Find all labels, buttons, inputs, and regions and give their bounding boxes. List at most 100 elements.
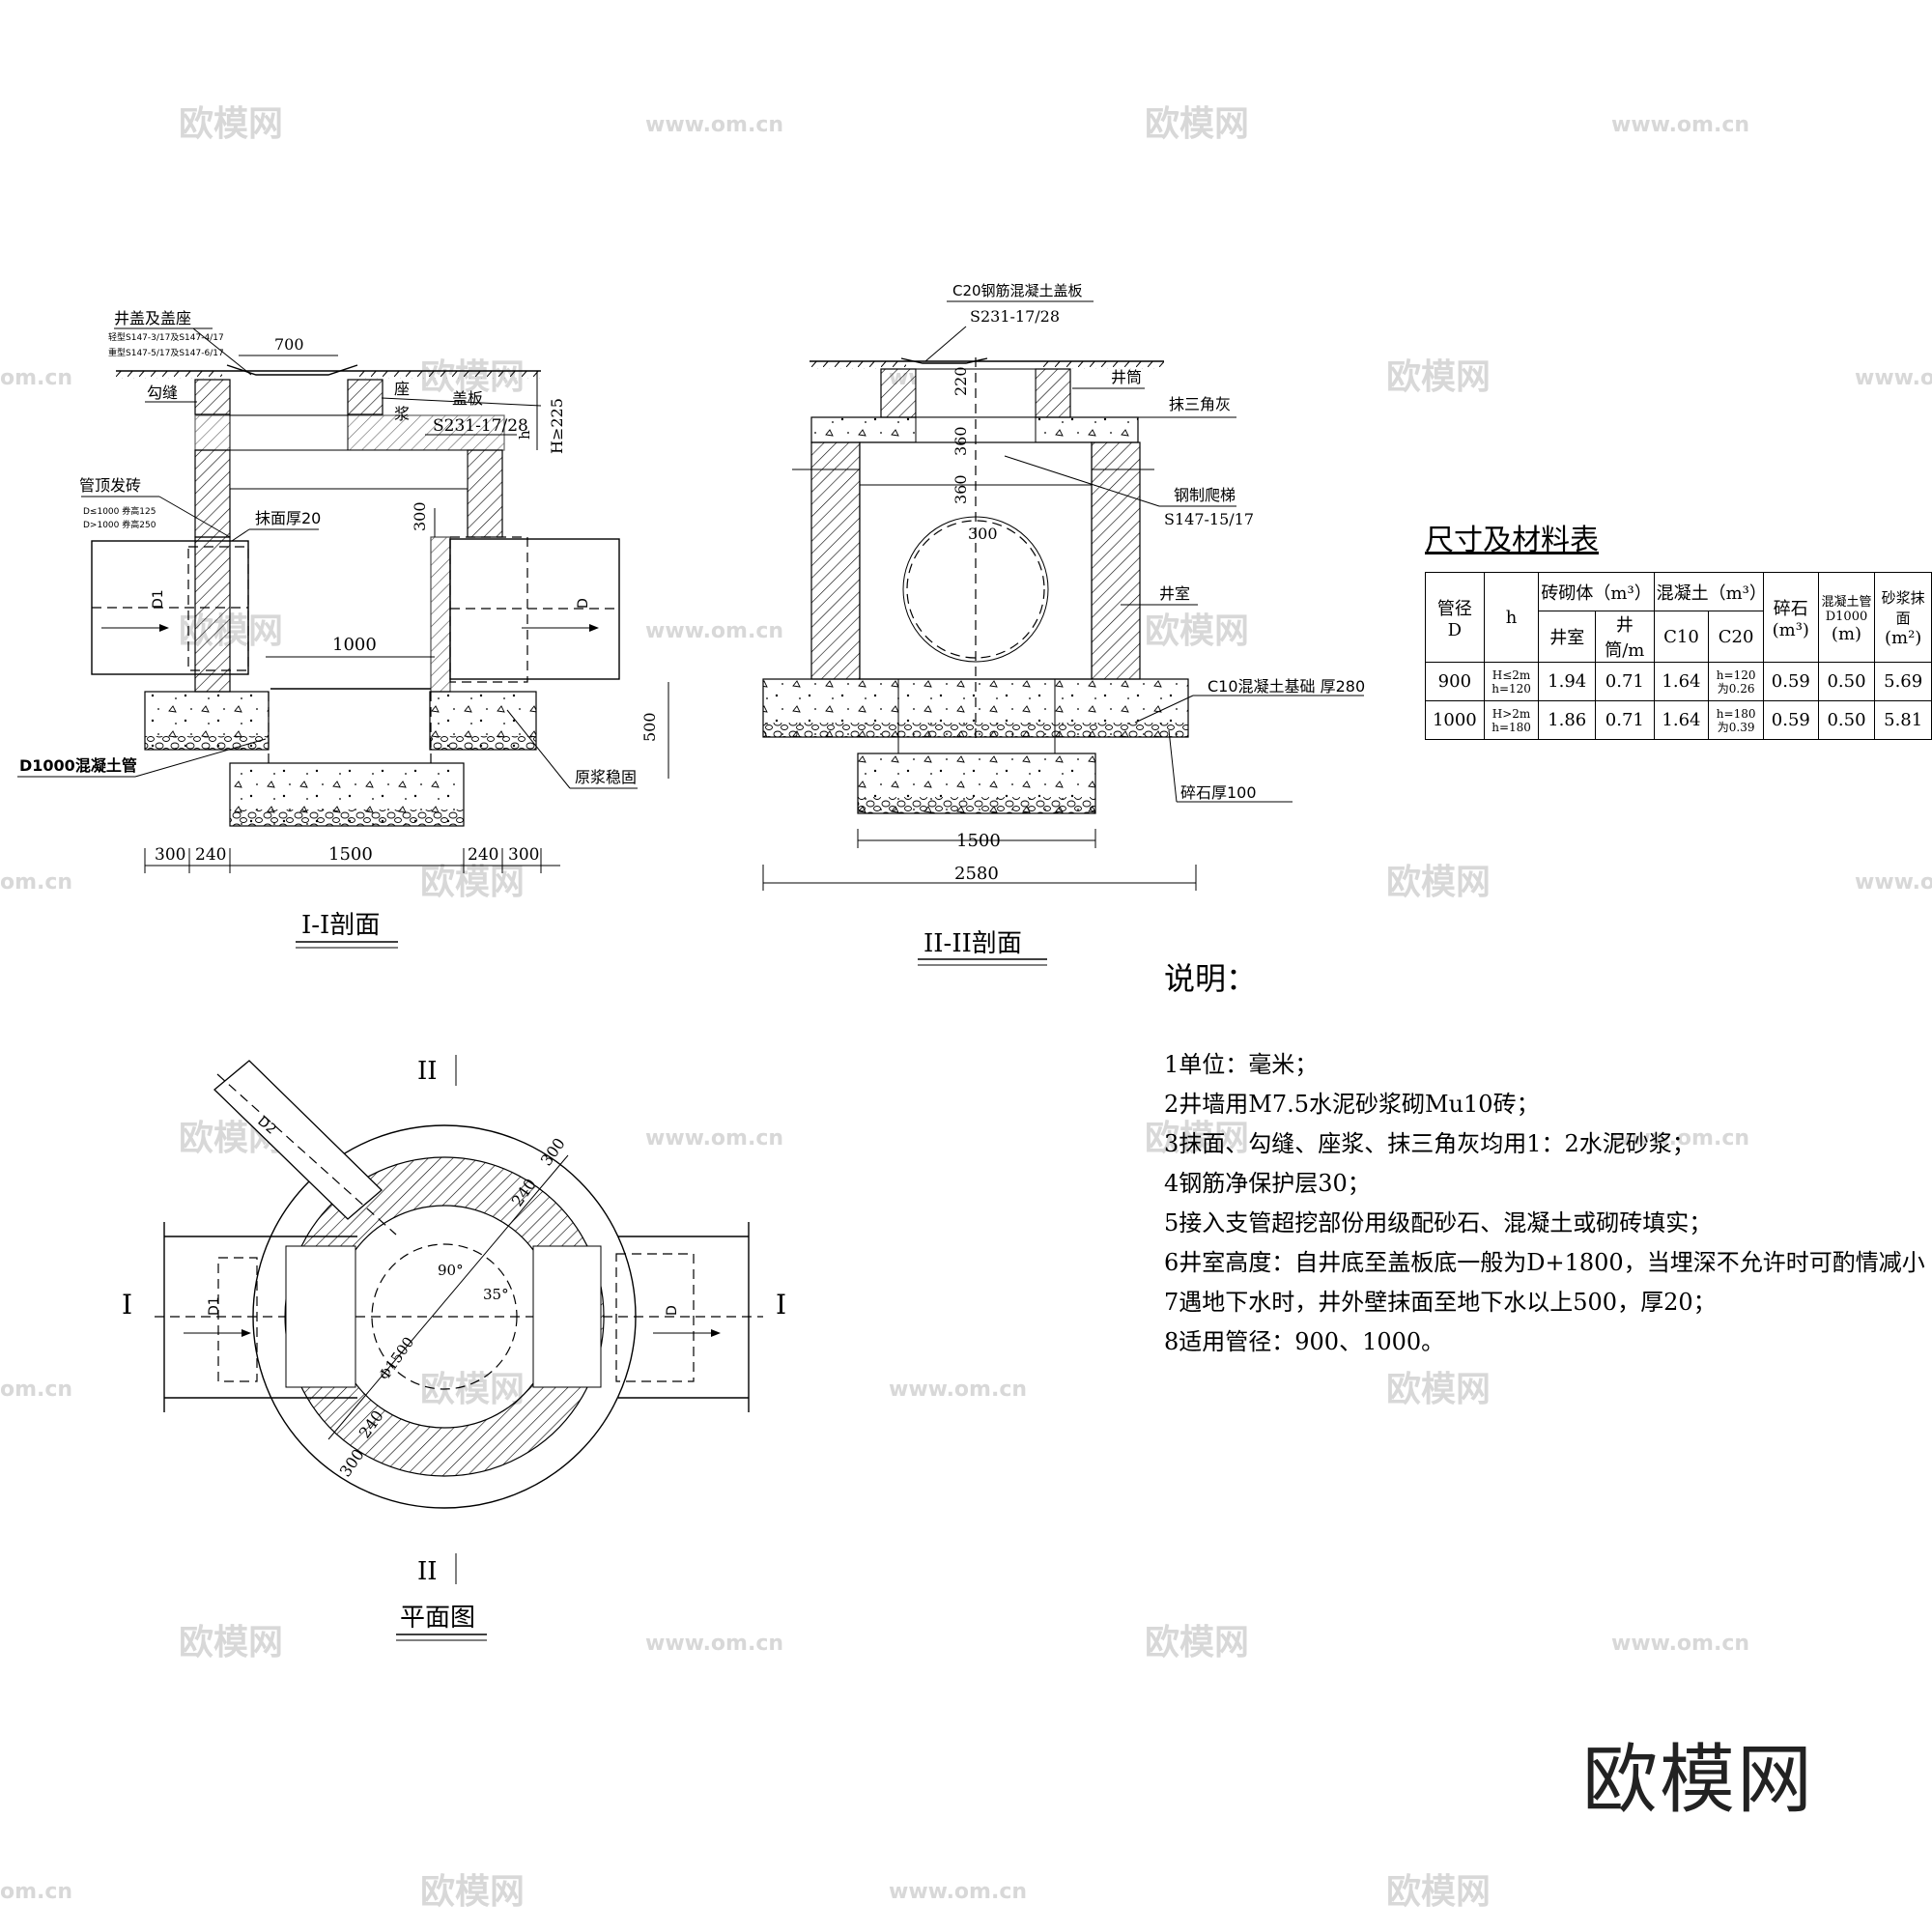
label-mortar: 浆 xyxy=(394,405,410,423)
th-pipe: 混凝土管D1000 (m) xyxy=(1817,572,1876,663)
cell-chamber: 1.94 xyxy=(1538,662,1597,701)
cell-gravel: 0.59 xyxy=(1762,700,1819,740)
th-brick-chamber: 井室 xyxy=(1538,611,1597,663)
watermark-brand: 欧模网 xyxy=(420,1370,525,1409)
dim-1000: 1000 xyxy=(332,635,377,655)
plan-label-d: D xyxy=(665,1305,680,1316)
label-ladder-ref: S147-15/17 xyxy=(1164,510,1254,528)
label-plaster: 抹面厚20 xyxy=(255,509,321,527)
th-pipe-label: 混凝土管D1000 xyxy=(1821,594,1872,624)
dim-h: h xyxy=(516,430,533,440)
cell-c20: h=180 为0.39 xyxy=(1708,700,1764,740)
dim-2580: 2580 xyxy=(954,864,999,884)
watermark-site: www.om.cn xyxy=(1855,366,1932,390)
label-cover: 井盖及盖座 xyxy=(114,309,191,327)
cell-gravel: 0.59 xyxy=(1762,662,1819,701)
dim-360-lower: 360 xyxy=(952,474,970,504)
watermark-site: www.om.cn xyxy=(1855,870,1932,895)
dim-700: 700 xyxy=(274,335,304,354)
watermark-brand: 欧模网 xyxy=(1386,1370,1491,1409)
watermark-site: www.om.cn xyxy=(645,1632,783,1656)
cell-d: 900 xyxy=(1425,662,1485,701)
th-gravel-unit: (m³) xyxy=(1772,619,1809,640)
dim-220: 220 xyxy=(952,366,970,396)
watermark-site-partial: om.cn xyxy=(0,1880,72,1904)
notes-title: 说明： xyxy=(1164,960,1258,997)
label-crown-brick: 管顶发砖 xyxy=(79,476,141,495)
th-c10: C10 xyxy=(1653,611,1710,663)
watermark-site-partial: om.cn xyxy=(0,1378,72,1402)
th-h: h xyxy=(1483,572,1540,663)
label-d: D xyxy=(576,598,591,609)
cell-c10: 1.64 xyxy=(1653,662,1710,701)
table-caption: 尺寸及材料表 xyxy=(1425,524,1599,557)
cell-h: H≤2m h=120 xyxy=(1483,662,1540,701)
watermark-brand: 欧模网 xyxy=(179,611,283,651)
section-i-i: D1 D 700 300 1000 500 H≥225 xyxy=(17,309,669,949)
th-gravel: 碎石 (m³) xyxy=(1762,572,1819,663)
label-seat: 座 xyxy=(394,380,410,398)
section-ii-ii: 220 360 360 300 1500 2580 C20钢筋混凝土盖板 S23… xyxy=(762,282,1365,966)
watermark-brand: 欧模网 xyxy=(1386,357,1491,397)
watermark-site: www.om.cn xyxy=(645,1126,783,1151)
material-table-block: 尺寸及材料表 管径 D h 砖砌体（m³） 混凝土（m³） 碎石 (m³) 混凝… xyxy=(1425,516,1932,740)
watermark-brand: 欧模网 xyxy=(1145,104,1249,144)
watermark-brand: 欧模网 xyxy=(1386,863,1491,902)
material-table: 管径 D h 砖砌体（m³） 混凝土（m³） 碎石 (m³) 混凝土管D1000… xyxy=(1425,572,1932,740)
watermark-brand: 欧模网 xyxy=(1145,1623,1249,1662)
th-mortar-unit: (m²) xyxy=(1885,627,1922,648)
note-item: 2井墙用M7.5水泥砂浆砌Mu10砖； xyxy=(1164,1091,1540,1118)
notes-block: 说明： 1单位：毫米； 2井墙用M7.5水泥砂浆砌Mu10砖； 3抹面、勾缝、座… xyxy=(1164,954,1927,1362)
watermark-brand: 欧模网 xyxy=(1386,1872,1491,1912)
dim-240-left: 240 xyxy=(195,845,226,865)
dim-H: H≥225 xyxy=(548,398,566,454)
note-item: 3抹面、勾缝、座浆、抹三角灰均用1：2水泥砂浆； xyxy=(1164,1130,1695,1157)
label-cover-slab: C20钢筋混凝土盖板 xyxy=(952,282,1083,299)
th-pipe-dia-label: 管径 xyxy=(1436,598,1472,619)
label-grout: 原浆稳固 xyxy=(575,768,637,786)
label-crown-note1: D≤1000 券高125 xyxy=(83,505,156,517)
label-pipe: D1000混凝土管 xyxy=(19,756,137,775)
watermark-site-partial: om.cn xyxy=(0,870,72,895)
dim-240-right: 240 xyxy=(468,845,498,865)
dim-360-upper: 360 xyxy=(952,426,970,456)
label-gravel: 碎石厚100 xyxy=(1180,783,1257,802)
label-triangle: 抹三角灰 xyxy=(1169,395,1231,413)
note-item: 8适用管径：900、1000。 xyxy=(1164,1328,1445,1355)
plan-label-d1: D1 xyxy=(207,1296,222,1316)
note-item: 7遇地下水时，井外壁抹面至地下水以上500，厚20； xyxy=(1164,1289,1717,1316)
plan-section-mark-right: I xyxy=(776,1289,786,1321)
plan-label-phi: Φ1500 xyxy=(376,1334,418,1384)
plan-section-mark-left: I xyxy=(122,1289,132,1321)
cell-shaft: 0.71 xyxy=(1595,662,1655,701)
watermark-site: www.om.cn xyxy=(645,113,783,137)
label-heavy-type: 重型S147-5/17及S147-6/17 xyxy=(108,347,224,358)
note-item: 4钢筋净保护层30； xyxy=(1164,1170,1371,1197)
watermark-brand: 欧模网 xyxy=(179,1623,283,1662)
dim-300-left: 300 xyxy=(155,845,185,865)
dim-1500: 1500 xyxy=(328,844,373,865)
table-row: 900 H≤2m h=120 1.94 0.71 1.64 h=120 为0.2… xyxy=(1425,662,1932,701)
cell-chamber: 1.86 xyxy=(1538,700,1597,740)
brand-logo: 欧模网 xyxy=(1582,1737,1815,1824)
cell-c10: 1.64 xyxy=(1653,700,1710,740)
cell-mortar: 5.81 xyxy=(1874,700,1932,740)
cell-mortar: 5.69 xyxy=(1874,662,1932,701)
dim-1500-ii: 1500 xyxy=(956,831,1001,851)
dim-300: 300 xyxy=(411,501,429,531)
watermark-brand: 欧模网 xyxy=(1145,1119,1249,1158)
cell-h: H>2m h=180 xyxy=(1483,700,1540,740)
label-crown-note2: D>1000 券高250 xyxy=(83,519,156,530)
label-light-type: 轻型S147-3/17及S147-4/17 xyxy=(108,331,224,343)
plan-view: D1 D D2 Φ1500 90° 35° 300 240 240 300 II… xyxy=(122,1055,786,1641)
watermark-site: www.om.cn xyxy=(1611,1632,1749,1656)
dim-300-ladder: 300 xyxy=(968,525,998,543)
th-mortar: 砂浆抹面 (m²) xyxy=(1874,572,1932,663)
plan-title: 平面图 xyxy=(400,1604,475,1633)
watermark-brand: 欧模网 xyxy=(420,1872,525,1912)
note-item: 6井室高度：自井底至盖板底一般为D+1800，当埋深不允许时可酌情减小 xyxy=(1164,1249,1925,1276)
dim-500: 500 xyxy=(640,712,659,742)
section2-title: II-II剖面 xyxy=(923,929,1022,958)
cell-pipe: 0.50 xyxy=(1817,700,1876,740)
plan-section-mark-bottom: II xyxy=(417,1557,438,1586)
